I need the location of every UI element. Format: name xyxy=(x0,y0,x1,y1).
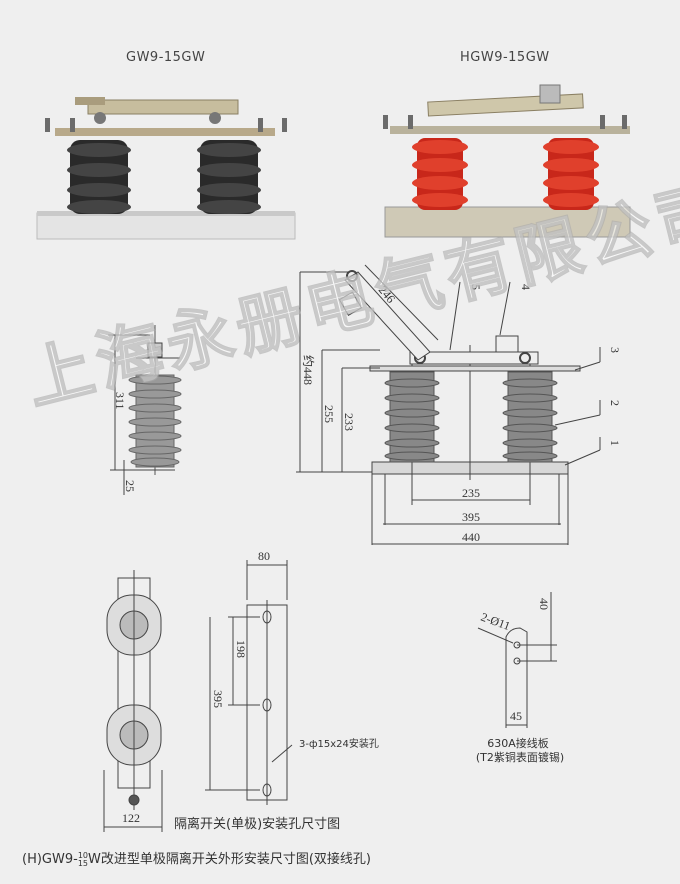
caption-prefix: (H)GW9- xyxy=(22,852,78,867)
dim-side-311: 311 xyxy=(113,392,127,410)
side-view-drawing xyxy=(108,325,182,495)
hole-note: 3-ф15x24安装孔 xyxy=(299,739,379,750)
caption-sub: 15 xyxy=(77,858,88,868)
dim-395: 395 xyxy=(462,510,480,524)
dim-395-mount: 395 xyxy=(211,690,225,708)
dim-80: 80 xyxy=(258,549,270,563)
callout-3: 3 xyxy=(608,347,622,353)
dim-45: 45 xyxy=(510,709,522,723)
terminal-plate-drawing xyxy=(477,592,557,728)
callout-2: 2 xyxy=(608,400,622,406)
dim-255: 255 xyxy=(322,405,336,423)
terminal-plate-title: 630A接线板 xyxy=(487,737,549,750)
dim-side-25: 25 xyxy=(123,480,137,492)
dim-235: 235 xyxy=(462,486,480,500)
dim-total-height: 约448 xyxy=(301,355,316,385)
caption-sup: 10 xyxy=(77,850,88,860)
mounting-plate-drawing xyxy=(205,560,293,805)
mounting-top-view xyxy=(103,570,163,832)
dim-233: 233 xyxy=(342,413,356,431)
front-view-drawing xyxy=(296,264,601,545)
callout-1: 1 xyxy=(608,440,622,446)
photo-gw9-15gw xyxy=(36,97,296,240)
caption-suffix: W改进型单极隔离开关外形安装尺寸图(双接线孔) xyxy=(88,852,371,867)
dim-440: 440 xyxy=(462,530,480,544)
photo-hgw9-15gw xyxy=(383,84,631,238)
dim-122: 122 xyxy=(122,811,140,825)
product-label-gw9: GW9-15GW xyxy=(126,50,206,65)
terminal-plate-material: (T2紫铜表面镀锡) xyxy=(475,751,565,764)
callout-5: 5 xyxy=(469,284,483,290)
mounting-caption: 隔离开关(单极)安装孔尺寸图 xyxy=(174,817,341,832)
callout-4: 4 xyxy=(519,284,533,290)
dim-198: 198 xyxy=(234,640,248,658)
product-label-hgw9: HGW9-15GW xyxy=(460,50,550,65)
dim-holes: 2-Ø11 xyxy=(479,610,512,633)
dim-40: 40 xyxy=(537,598,551,610)
